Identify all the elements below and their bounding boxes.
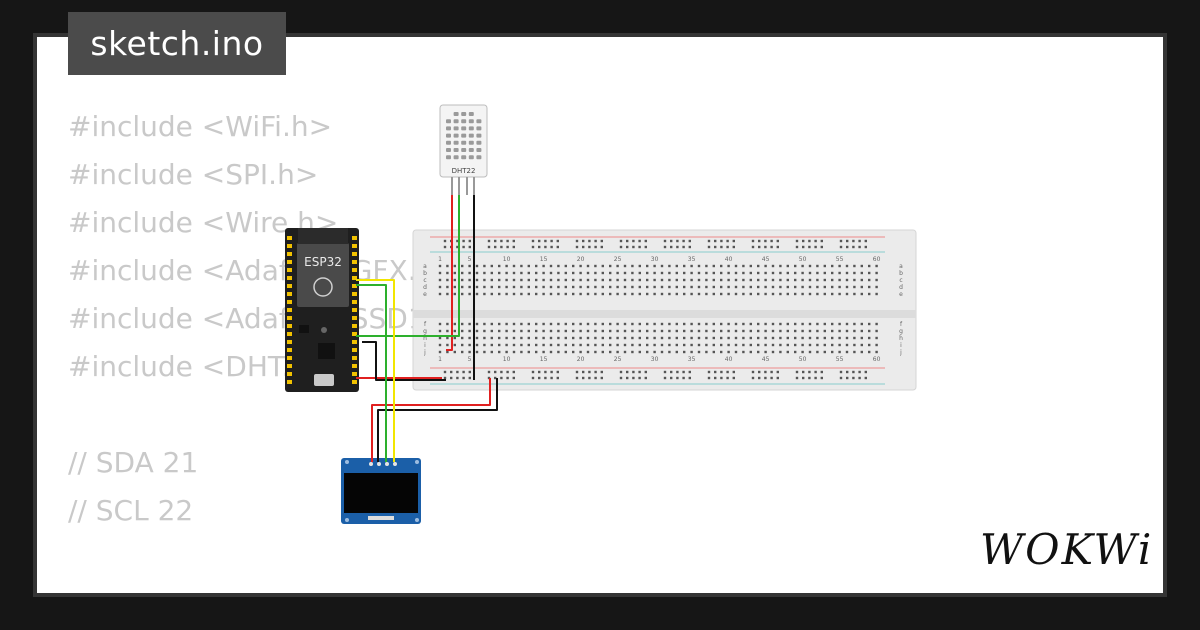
breadboard-column-number: 15 <box>540 356 548 363</box>
breadboard-column-number: 10 <box>503 356 511 363</box>
file-tab[interactable]: sketch.ino <box>68 12 286 75</box>
espressif-logo-icon <box>313 277 333 297</box>
breadboard-column-number: 40 <box>725 256 733 263</box>
wokwi-logo-icon: WOKWi <box>980 528 1150 574</box>
breadboard-column-number: 55 <box>836 356 844 363</box>
breadboard-column-number: 1 <box>438 356 442 363</box>
breadboard-column-number: 10 <box>503 256 511 263</box>
breadboard-row-letter: d <box>899 284 903 291</box>
usb-port-icon <box>314 374 334 386</box>
breadboard-column-number: 55 <box>836 256 844 263</box>
breadboard-column-number: 20 <box>577 356 585 363</box>
breadboard-row-letter: g <box>899 328 903 335</box>
breadboard-row-letter: b <box>899 270 903 277</box>
code-line: #define DHTPIN 4 // Pin DHT <box>68 583 529 593</box>
dht-vcc-wire <box>446 195 453 351</box>
breadboard-column-number: 45 <box>762 256 770 263</box>
file-tab-label: sketch.ino <box>90 24 264 63</box>
oled-display[interactable] <box>341 458 421 524</box>
breadboard-row-letter: f <box>900 321 903 328</box>
breadboard-column-number: 25 <box>614 256 622 263</box>
breadboard-row-letter: a <box>423 263 427 270</box>
breadboard-column-number: 35 <box>688 256 696 263</box>
code-line: // SDA 21 <box>68 446 199 479</box>
breadboard-row-letter: e <box>899 291 903 298</box>
breadboard-row-letter: j <box>899 349 902 356</box>
breadboard-column-number: 40 <box>725 356 733 363</box>
svg-text:WOKWi: WOKWi <box>980 528 1150 574</box>
oled-gnd-wire <box>377 378 498 462</box>
wokwi-logo[interactable]: WOKWi <box>980 528 1150 574</box>
breadboard-column-number: 50 <box>799 256 807 263</box>
breadboard-column-number: 1 <box>438 256 442 263</box>
breadboard-column-number: 5 <box>468 256 472 263</box>
wires[interactable] <box>356 195 498 462</box>
breadboard-column-number: 30 <box>651 256 659 263</box>
code-line: #include <WiFi.h> <box>68 110 333 143</box>
breadboard-column-number: 60 <box>873 356 881 363</box>
dht22-label: DHT22 <box>452 167 476 175</box>
breadboard-column-number: 30 <box>651 356 659 363</box>
breadboard-row-letter: i <box>900 342 902 349</box>
breadboard-row-letter: e <box>423 291 427 298</box>
breadboard-row-letter: i <box>424 342 426 349</box>
oled-vcc-wire <box>371 378 491 462</box>
breadboard-column-number: 50 <box>799 356 807 363</box>
breadboard-column-number: 20 <box>577 256 585 263</box>
breadboard-row-letter: a <box>899 263 903 270</box>
dht22-sensor[interactable]: DHT22 <box>439 104 488 195</box>
breadboard-row-letter: c <box>423 277 426 284</box>
breadboard-row-letter: f <box>424 321 427 328</box>
breadboard-row-letter: h <box>423 335 427 342</box>
esp-gnd-wire <box>362 341 446 381</box>
code-line: // SCL 22 <box>68 494 194 527</box>
breadboard-row-letter: c <box>899 277 902 284</box>
breadboard-row-letter: d <box>423 284 427 291</box>
oled-sda-wire <box>356 279 395 462</box>
breadboard-row-letter: h <box>899 335 903 342</box>
esp32-board[interactable]: ESP32 <box>285 228 359 392</box>
breadboard-column-number: 25 <box>614 356 622 363</box>
esp32-label: ESP32 <box>304 255 342 269</box>
breadboard-column-number: 60 <box>873 256 881 263</box>
breadboard-column-number: 15 <box>540 256 548 263</box>
breadboard-row-letter: b <box>423 270 427 277</box>
dht-data-wire <box>356 195 460 337</box>
breadboard-column-number: 5 <box>468 356 472 363</box>
breadboard-column-number: 35 <box>688 356 696 363</box>
breadboard-row-letter: j <box>423 349 426 356</box>
oled-scl-wire <box>356 284 387 462</box>
breadboard-column-number: 45 <box>762 356 770 363</box>
code-line: #include <SPI.h> <box>68 158 319 191</box>
breadboard-row-letter: g <box>423 328 427 335</box>
